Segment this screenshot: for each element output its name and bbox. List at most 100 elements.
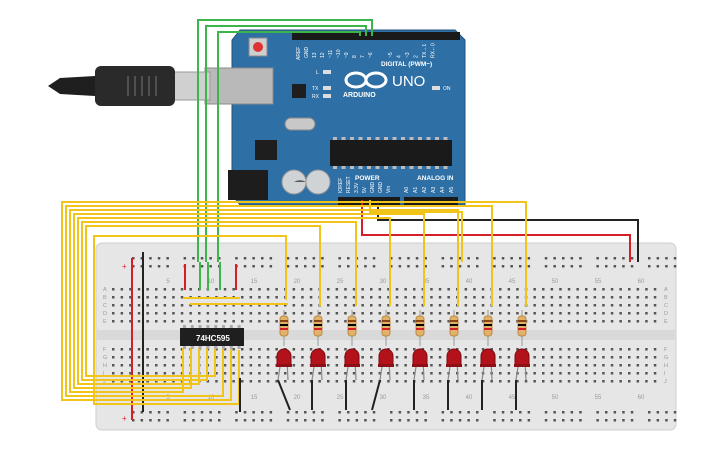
- row-letter: B: [664, 295, 668, 301]
- crystal: [284, 117, 316, 131]
- column-number-bottom: 25: [337, 395, 344, 401]
- green-wire-clock: [217, 31, 361, 262]
- pin-label-digital: 2: [414, 55, 420, 58]
- row-letter: D: [103, 311, 107, 317]
- row-letter: A: [664, 287, 668, 293]
- column-number-bottom: 35: [423, 395, 430, 401]
- column-number-top: 20: [294, 279, 301, 285]
- ic-label: 74HC595: [196, 334, 230, 343]
- pin-label-analog: A1: [413, 187, 419, 193]
- pin-label-analog: A2: [422, 187, 428, 193]
- column-number-top: 5: [166, 279, 170, 285]
- row-letter: I: [103, 371, 105, 377]
- usb-chip: [292, 84, 306, 98]
- pin-label-power: 5V: [362, 186, 368, 193]
- red-led: [378, 348, 394, 367]
- red-led: [480, 348, 496, 367]
- pin-label-power: GND: [378, 182, 384, 194]
- led-label-rx: RX: [312, 94, 320, 100]
- pin-label-digital: ~3: [405, 52, 411, 58]
- column-number-top: 35: [423, 279, 430, 285]
- row-letter: I: [664, 371, 666, 377]
- pin-label-digital: ~6: [368, 52, 374, 58]
- leds: [276, 348, 530, 381]
- pin-label-digital: ~5: [388, 52, 394, 58]
- row-letter: C: [103, 303, 107, 309]
- voltage-regulator: [255, 140, 277, 160]
- pin-label-gnd: GND: [304, 47, 310, 59]
- column-number-bottom: 40: [466, 395, 473, 401]
- row-letter: A: [103, 287, 107, 293]
- arduino-wordmark: ARDUINO: [343, 92, 376, 99]
- pin-label-power: RESET: [346, 176, 352, 193]
- breadboard-wires: [61, 201, 527, 412]
- red-led: [344, 348, 360, 367]
- power-header-label: POWER: [355, 175, 380, 182]
- pin-label-digital: ~9: [344, 52, 350, 58]
- column-number-bottom: 55: [595, 395, 602, 401]
- breadboard-column-numbers: 5510101515202025253030353540404545505055…: [166, 279, 645, 401]
- green-wire-data: [197, 19, 373, 262]
- column-number-top: 25: [337, 279, 344, 285]
- row-letter: H: [664, 363, 668, 369]
- led-label-on: ON: [443, 86, 451, 92]
- pin-label-power: IOREF: [338, 178, 344, 193]
- pin-label-digital: RX←0: [431, 43, 437, 58]
- column-number-top: 15: [251, 279, 258, 285]
- row-letter: H: [103, 363, 107, 369]
- pin-label-analog: A4: [440, 187, 446, 193]
- column-number-bottom: 10: [208, 395, 215, 401]
- reset-button-cap: [253, 42, 263, 52]
- digital-header-label: DIGITAL (PWM~): [381, 61, 432, 68]
- pin-label-power: GND: [370, 182, 376, 194]
- red-led: [514, 348, 530, 367]
- analog-header-label: ANALOG IN: [417, 175, 454, 182]
- usb-port: [204, 67, 274, 105]
- digital-header-right: [382, 32, 460, 40]
- arduino-logo: ARDUINO: [343, 71, 388, 99]
- rail-plus-label-bottom: +: [122, 414, 127, 423]
- board-model-label: UNO: [392, 73, 425, 90]
- row-letter: E: [664, 319, 668, 325]
- pin-label-digital: 4: [397, 55, 403, 58]
- column-number-top: 50: [552, 279, 559, 285]
- capacitor: [305, 169, 331, 195]
- pin-label-analog: A3: [431, 187, 437, 193]
- red-led: [446, 348, 462, 367]
- pin-label-digital: TX→1: [422, 44, 428, 58]
- resistors: [279, 310, 527, 346]
- arduino-uno-board: ARDUINO UNO DIGITAL (PWM~) ANALOG IN POW…: [48, 29, 466, 206]
- column-number-top: 10: [208, 279, 215, 285]
- usb-cable: [48, 76, 95, 96]
- led-label-tx: TX: [312, 86, 319, 92]
- column-number-top: 60: [638, 279, 645, 285]
- row-letter: C: [664, 303, 668, 309]
- column-number-top: 45: [509, 279, 516, 285]
- row-letter: G: [103, 355, 107, 361]
- pin-label-digital: 8: [352, 55, 358, 58]
- led-label-l: L: [316, 70, 319, 76]
- power-jack: [228, 170, 268, 200]
- pin-label-analog: A0: [404, 187, 410, 193]
- row-letter: F: [103, 347, 107, 353]
- atmega-chip: [330, 140, 452, 166]
- pin-label-digital: ~10: [336, 49, 342, 58]
- shift-register-ic: 74HC595: [180, 325, 244, 349]
- usb-plug-shell: [169, 71, 211, 101]
- pin-label-power: 3.3V: [354, 182, 360, 193]
- red-led: [310, 348, 326, 367]
- green-wire-latch: [205, 25, 367, 262]
- pin-label-digital: 13: [312, 52, 318, 58]
- red-led: [412, 348, 428, 367]
- column-number-bottom: 5: [166, 395, 170, 401]
- column-number-bottom: 50: [552, 395, 559, 401]
- rail-plus-label: +: [122, 262, 127, 271]
- pin-label-aref: AREF: [296, 47, 302, 60]
- pin-label-digital: 12: [320, 52, 326, 58]
- column-number-top: 55: [595, 279, 602, 285]
- column-number-top: 40: [466, 279, 473, 285]
- pin-label-digital: 7: [360, 55, 366, 58]
